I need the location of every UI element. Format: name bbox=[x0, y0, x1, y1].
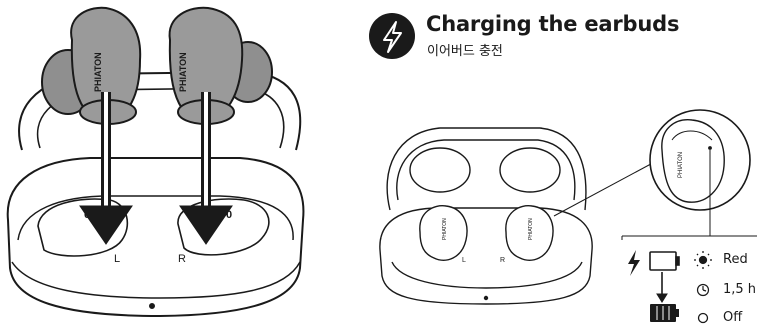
clock-icon bbox=[698, 285, 709, 296]
earbud-left bbox=[42, 8, 140, 124]
earbud-right-brand: PHIATON bbox=[178, 52, 188, 92]
legend-led-off-text: Off bbox=[723, 310, 742, 325]
led-off-icon bbox=[699, 314, 708, 323]
small-slot-left-label: L bbox=[462, 257, 466, 264]
page-subtitle: 이어버드 충전 bbox=[427, 40, 503, 59]
zoom-earbud-brand: PHIATON bbox=[678, 152, 684, 178]
charge-progress-arrow bbox=[657, 272, 667, 302]
small-case-illustration bbox=[380, 128, 592, 304]
earbud-led bbox=[709, 147, 712, 150]
slot-right-label: R bbox=[178, 253, 186, 265]
legend-duration-text: 1,5 h bbox=[723, 282, 756, 297]
small-slot-right-label: R bbox=[500, 257, 505, 264]
legend-led-red-text: Red bbox=[723, 252, 748, 267]
case-base bbox=[8, 158, 304, 316]
lightning-bolt-icon bbox=[369, 13, 415, 59]
slot-left-label: L bbox=[114, 253, 120, 265]
battery-empty-icon bbox=[650, 252, 679, 270]
page-title: Charging the earbuds bbox=[426, 12, 679, 36]
small-earbud-left-brand: PHIATON bbox=[442, 218, 448, 240]
case-led bbox=[150, 304, 154, 308]
small-earbud-right-brand: PHIATON bbox=[528, 218, 534, 240]
charging-bolt-icon bbox=[628, 250, 640, 276]
led-on-icon bbox=[694, 251, 712, 269]
small-case-base bbox=[380, 208, 592, 304]
battery-full-icon bbox=[650, 304, 679, 322]
earbud-left-brand: PHIATON bbox=[93, 52, 103, 92]
